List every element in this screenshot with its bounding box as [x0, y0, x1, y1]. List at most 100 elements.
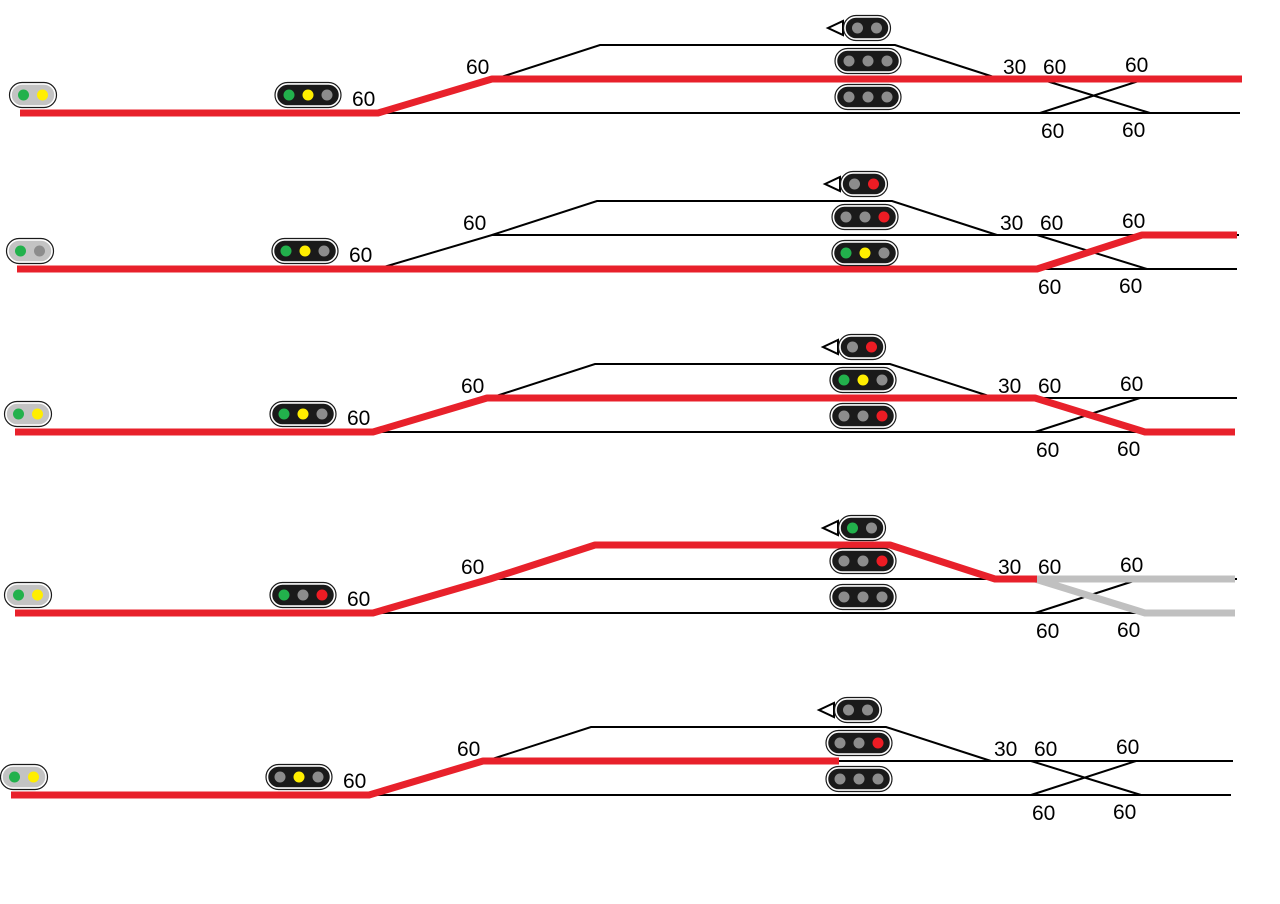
upper-main-track: [374, 397, 1237, 433]
lower-exit-signal-lamp-2: [857, 591, 869, 603]
cross-bottom-left-label: 60: [1036, 620, 1059, 643]
lower-exit-signal-outline: [825, 765, 893, 793]
route-line: [15, 541, 1037, 617]
upper-main-track: [374, 578, 1237, 614]
siding-track: [485, 726, 992, 762]
entry-signal-outline: [274, 81, 342, 109]
lower-exit-signal-lamp-3: [876, 591, 888, 603]
entry-signal-lamp-1: [278, 589, 290, 601]
cross-top-left-label: 60: [1040, 212, 1063, 235]
lower-exit-signal-lamp-1: [843, 91, 855, 103]
lower-exit-signal-lamp-1: [840, 247, 852, 259]
lower-exit-signal-lamp-2: [859, 247, 871, 259]
siding-exit-speed-label: 30: [998, 556, 1021, 579]
siding-direction-icon: [820, 519, 839, 537]
distant-signal-body: [5, 402, 51, 426]
lower-exit-signal-lamp-1: [838, 410, 850, 422]
upper-exit-signal-lamp-1: [834, 737, 846, 749]
siding-signal: [837, 514, 887, 542]
entry-signal-lamp-1: [280, 245, 292, 257]
distant-signal: [0, 763, 49, 791]
siding-signal-lamp-1: [843, 704, 854, 716]
distant-signal-lamp-2: [37, 89, 48, 101]
entry-signal-lamp-3: [321, 89, 333, 101]
upper-exit-signal-lamp-2: [853, 737, 865, 749]
siding-signal-body: [839, 335, 885, 359]
siding-direction-icon: [822, 175, 841, 193]
lower-exit-signal: [834, 83, 902, 111]
siding-exit-speed-label: 30: [1003, 56, 1026, 79]
upper-exit-signal-lamp-3: [872, 737, 884, 749]
upper-exit-signal-lamp-1: [843, 55, 855, 67]
lower-exit-signal: [829, 402, 897, 430]
entry-speed-label: 60: [349, 244, 372, 267]
upper-exit-signal-lamp-1: [840, 211, 852, 223]
lower-exit-signal: [831, 239, 899, 267]
distant-signal-lamp-1: [13, 589, 24, 601]
lower-exit-signal-lamp-3: [881, 91, 893, 103]
distant-signal-lamp-2: [34, 245, 45, 257]
upper-exit-signal-lamp-3: [878, 211, 890, 223]
upper-exit-signal-lamp-1: [838, 555, 850, 567]
distant-signal-lamp-2: [32, 408, 43, 420]
upper-exit-signal: [829, 547, 897, 575]
entry-speed-label: 60: [352, 88, 375, 111]
lower-exit-signal-lamp-3: [876, 410, 888, 422]
entry-signal-outline: [269, 581, 337, 609]
upper-exit-signal: [834, 47, 902, 75]
distant-signal-body: [10, 83, 56, 107]
lower-exit-signal: [829, 583, 897, 611]
siding-signal-lamp-2: [866, 341, 877, 353]
siding-signal: [833, 696, 883, 724]
upper-exit-signal-lamp-3: [881, 55, 893, 67]
lower-exit-signal-outline: [829, 583, 897, 611]
siding-exit-speed-label: 30: [998, 375, 1021, 398]
turnout-speed-label: 60: [463, 212, 486, 235]
entry-signal-lamp-2: [302, 89, 314, 101]
distant-signal-outline: [8, 81, 58, 109]
siding-track: [489, 544, 996, 580]
entry-signal-lamp-3: [318, 245, 330, 257]
entry-signal-outline: [271, 237, 339, 265]
siding-exit-speed-label: 30: [994, 738, 1017, 761]
siding-signal-outline: [833, 696, 883, 724]
lower-exit-signal-outline: [834, 83, 902, 111]
siding-track: [494, 44, 1001, 80]
entry-speed-label: 60: [347, 407, 370, 430]
siding-direction-icon: [825, 19, 844, 37]
route-line: [17, 231, 1237, 273]
cross-bottom-left-label: 60: [1041, 120, 1064, 143]
lower-exit-signal-lamp-2: [857, 410, 869, 422]
cross-top-left-label: 60: [1034, 738, 1057, 761]
route-line: [11, 757, 839, 799]
distant-signal: [8, 81, 58, 109]
lower-exit-signal: [825, 765, 893, 793]
upper-exit-signal-outline: [834, 47, 902, 75]
cross-bottom-right-label: 60: [1117, 438, 1140, 461]
entry-signal-lamp-2: [297, 589, 309, 601]
distant-signal-outline: [0, 763, 49, 791]
crossover-down: [1039, 78, 1151, 114]
siding-signal-body: [835, 698, 881, 722]
upper-exit-signal-lamp-2: [857, 374, 869, 386]
turnout-speed-label: 60: [461, 556, 484, 579]
upper-exit-signal-outline: [825, 729, 893, 757]
upper-exit-signal-lamp-3: [876, 555, 888, 567]
entry-signal: [265, 763, 333, 791]
siding-direction-icon: [816, 701, 835, 719]
siding-signal: [837, 333, 887, 361]
distant-signal: [5, 237, 55, 265]
entry-signal: [274, 81, 342, 109]
entry-signal-outline: [269, 400, 337, 428]
cross-bottom-left-label: 60: [1032, 802, 1055, 825]
entry-signal-outline: [265, 763, 333, 791]
siding-signal-body: [844, 16, 890, 40]
siding-signal-lamp-1: [847, 522, 858, 534]
entry-speed-label: 60: [347, 588, 370, 611]
distant-signal-outline: [3, 581, 53, 609]
distant-signal: [3, 581, 53, 609]
